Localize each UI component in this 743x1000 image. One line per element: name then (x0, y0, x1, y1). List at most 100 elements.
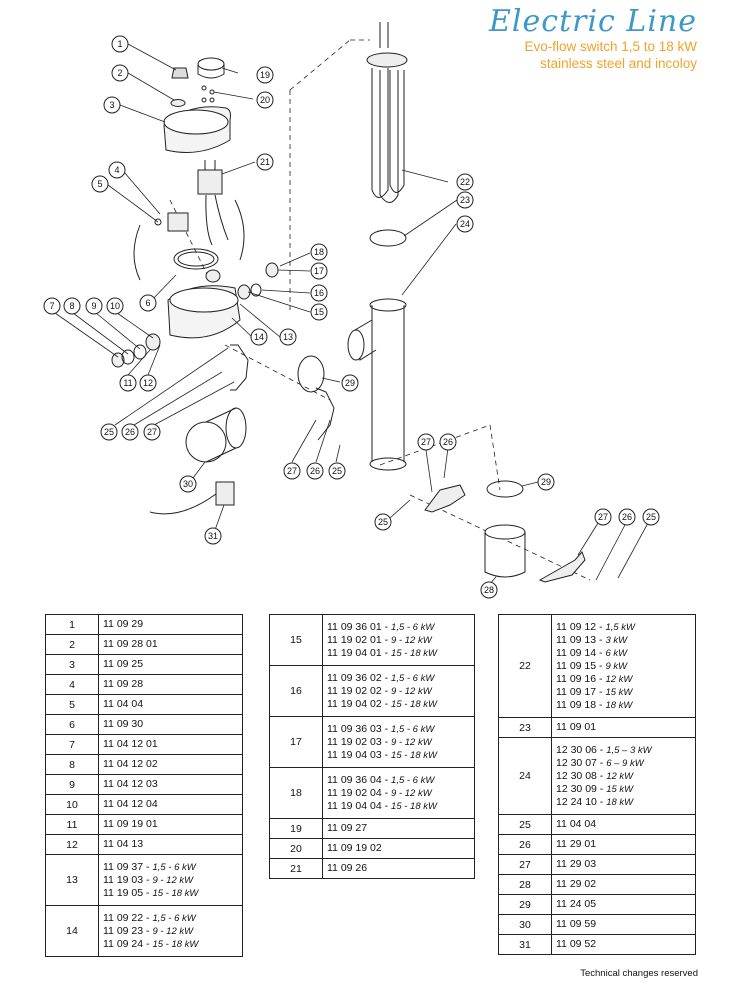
power-rating: 1,5 - 6 kW (391, 774, 435, 786)
part-code-line: 12 30 06 - 1,5 – 3 kW (556, 744, 695, 757)
part-position: 15 (269, 614, 323, 666)
part-number: 11 19 04 03 - (327, 748, 392, 761)
power-rating: 1,5 – 3 kW (606, 744, 652, 756)
callout-27-d: 27 (598, 512, 608, 522)
power-rating: 1,5 - 6 kW (391, 723, 435, 735)
part-position: 31 (498, 934, 552, 955)
part-code-line: 11 09 22 - 1,5 - 6 kW (103, 912, 242, 925)
part-code-line: 11 19 02 04 - 9 - 12 kW (327, 787, 474, 800)
part-code-line: 11 09 17 - 15 kW (556, 686, 695, 699)
callout-3: 3 (109, 100, 114, 110)
callout-11: 11 (123, 378, 132, 388)
callout-29-b: 29 (541, 477, 551, 487)
callout-9: 9 (91, 301, 96, 311)
part-position: 23 (498, 717, 552, 738)
part-position: 19 (269, 818, 323, 839)
power-rating: 18 kW (606, 796, 634, 808)
part-code-line: 11 24 05 (556, 898, 695, 911)
callout-8: 8 (69, 301, 74, 311)
callout-17: 17 (314, 266, 324, 276)
part-number: 11 09 19 01 (103, 818, 158, 830)
callout-27-b: 27 (287, 466, 297, 476)
part-number: 12 30 08 - (556, 769, 607, 782)
part-codes: 11 09 30 (98, 714, 243, 735)
part-number: 11 09 27 (327, 822, 368, 834)
part-code-line: 11 04 12 01 (103, 738, 242, 751)
part-code-line: 12 24 10 - 18 kW (556, 796, 695, 809)
part-number: 11 04 04 (103, 698, 144, 710)
part-position: 2 (45, 634, 99, 655)
part-code-line: 11 09 36 02 - 1,5 - 6 kW (327, 672, 474, 685)
table-row: 5 11 04 04 (45, 694, 243, 715)
brand-title: Electric Line (489, 4, 697, 39)
power-rating: 15 - 18 kW (391, 647, 437, 659)
part-position: 13 (45, 854, 99, 906)
callout-12: 12 (143, 378, 153, 388)
part-number: 11 04 12 01 (103, 738, 158, 750)
part-position: 1 (45, 614, 99, 635)
part-codes: 11 09 26 (322, 858, 475, 879)
part-number: 11 19 03 - (103, 873, 153, 886)
part-code-line: 11 19 02 02 - 9 - 12 kW (327, 685, 474, 698)
part-position: 4 (45, 674, 99, 695)
part-code-line: 11 09 12 - 1,5 kW (556, 621, 695, 634)
exploded-view-drawing: 1 2 3 4 5 6 7 8 9 10 11 12 13 14 15 16 1… (43, 22, 660, 599)
part-position: 11 (45, 814, 99, 835)
part-number: 11 09 29 (103, 618, 144, 630)
part-code-line: 11 29 02 (556, 878, 695, 891)
part-code-line: 11 09 28 (103, 678, 242, 691)
part-code-line: 11 09 30 (103, 718, 242, 731)
callout-labels: 1 2 3 4 5 6 7 8 9 10 11 12 13 14 15 16 1… (43, 35, 660, 599)
part-position: 12 (45, 834, 99, 855)
part-code-line: 11 09 36 03 - 1,5 - 6 kW (327, 723, 474, 736)
callout-23: 23 (460, 195, 470, 205)
part-number: 12 30 06 - (556, 743, 607, 756)
part-codes: 11 04 12 04 (98, 794, 243, 815)
part-number: 11 09 18 - (556, 698, 606, 711)
callout-1: 1 (117, 39, 122, 49)
part-code-line: 11 19 04 04 - 15 - 18 kW (327, 800, 474, 813)
part-position: 25 (498, 814, 552, 835)
part-position: 26 (498, 834, 552, 855)
part-position: 17 (269, 716, 323, 768)
power-rating: 15 - 18 kW (391, 749, 437, 761)
part-code-line: 11 09 24 - 15 - 18 kW (103, 938, 242, 951)
part-codes: 11 24 05 (551, 894, 696, 915)
part-number: 11 09 37 - (103, 860, 153, 873)
part-codes: 11 09 28 (98, 674, 243, 695)
callout-5: 5 (97, 179, 102, 189)
part-code-line: 11 09 15 - 9 kW (556, 660, 695, 673)
part-number: 11 19 04 04 - (327, 799, 392, 812)
part-position: 27 (498, 854, 552, 875)
power-rating: 12 kW (606, 770, 634, 782)
table-row: 19 11 09 27 (269, 818, 475, 839)
part-number: 11 29 03 (556, 858, 597, 870)
callout-21: 21 (260, 157, 270, 167)
part-number: 11 04 12 02 (103, 758, 158, 770)
part-codes: 11 29 02 (551, 874, 696, 895)
callout-13: 13 (283, 332, 293, 342)
part-position: 9 (45, 774, 99, 795)
part-number: 11 09 36 03 - (327, 722, 392, 735)
part-number: 11 19 04 01 - (327, 646, 392, 659)
power-rating: 9 - 12 kW (391, 685, 432, 697)
part-position: 18 (269, 767, 323, 819)
part-number: 11 09 36 01 - (327, 620, 392, 633)
power-rating: 9 - 12 kW (391, 634, 432, 646)
part-number: 11 09 19 02 (327, 842, 382, 854)
part-number: 11 09 23 - (103, 924, 153, 937)
part-position: 5 (45, 694, 99, 715)
part-number: 11 29 01 (556, 838, 597, 850)
part-code-line: 11 19 04 02 - 15 - 18 kW (327, 698, 474, 711)
part-codes: 11 09 01 (551, 717, 696, 738)
part-position: 6 (45, 714, 99, 735)
